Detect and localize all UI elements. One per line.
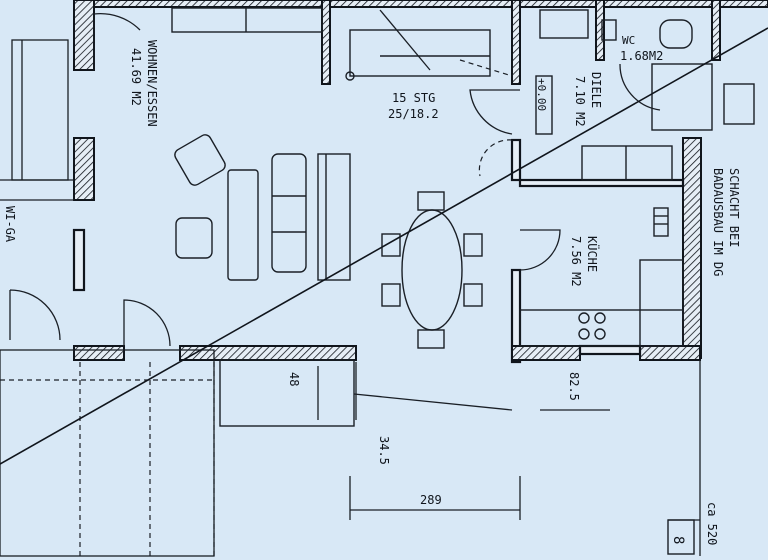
hall-area [469, 9, 755, 181]
stair-post [345, 71, 355, 81]
wc-wall-left [595, 0, 605, 61]
kitchen-side-counter [639, 259, 684, 347]
kitchen-name: KÜCHE [585, 236, 601, 272]
right-wall [682, 137, 702, 359]
chair-top [417, 191, 445, 211]
labels: WOHNEN/ESSEN 41.69 M2 15 STG 25/18.2 DIE… [3, 34, 741, 545]
dim-8-box [667, 519, 695, 555]
terrace-door-swing [123, 299, 171, 347]
hall-door-swing [469, 89, 520, 135]
hob-1 [578, 312, 590, 324]
dim-48: 48 [287, 372, 301, 386]
dim-82-5: 82.5 [567, 372, 581, 401]
stair-arrow [379, 9, 431, 71]
bay-box [219, 359, 355, 427]
kitchen-door-swing [519, 229, 561, 271]
hall-bench [581, 145, 673, 181]
hob-3 [578, 328, 590, 340]
shelf [317, 153, 351, 281]
bottom-wall-kitchen-right [639, 345, 701, 361]
garage-door-swing [9, 289, 61, 341]
chair-left-2 [381, 283, 401, 307]
chair-left-1 [381, 233, 401, 257]
wardrobe [539, 9, 589, 39]
bottom-wall-left [73, 345, 125, 361]
stair-wall-right [511, 0, 521, 85]
vent [653, 207, 669, 237]
living-room-name: WOHNEN/ESSEN [145, 40, 159, 127]
armchair-1 [174, 134, 226, 186]
chair-bottom [417, 329, 445, 349]
hall-door-dash [478, 139, 513, 177]
wc-wall-right [711, 0, 721, 61]
chair-right-1 [463, 233, 483, 257]
sideboard [171, 7, 323, 33]
dim-8: 8 [670, 536, 686, 544]
shaft-note-line2: BADAUSBAU IM DG [711, 168, 725, 276]
stair-landing [349, 29, 491, 77]
wc-basin [601, 19, 617, 41]
kitchen-window [578, 344, 642, 356]
sofa [271, 153, 307, 273]
garage-area [0, 39, 215, 557]
armchair-2 [175, 217, 213, 259]
stair-dash [459, 59, 513, 77]
left-wall-lower [72, 228, 86, 292]
stair-wall-left [321, 0, 331, 85]
chair-right-2 [463, 283, 483, 307]
side-table [227, 169, 259, 281]
garage-cabinet [11, 39, 69, 181]
level-tag: +0.00 [535, 78, 548, 111]
stair-count: 15 STG [392, 91, 435, 105]
staircase [345, 9, 513, 81]
bottom-wall-kitchen-left [511, 345, 581, 361]
garage-name: WI-GA [3, 206, 17, 243]
bottom-wall-mid [179, 345, 357, 361]
stair-ratio: 25/18.2 [388, 107, 439, 121]
left-wall-upper [73, 0, 95, 71]
living-room-area: 41.69 M2 [129, 48, 143, 106]
dimension-lines [219, 359, 701, 556]
hall-area: 7.10 M2 [573, 76, 587, 127]
wc-name: WC [622, 34, 635, 47]
dim-520: ca 520 [705, 502, 719, 545]
left-wall-mid [73, 137, 95, 201]
wc-toilet [659, 19, 693, 49]
partition-upper [510, 138, 522, 182]
dim-289: 289 [420, 493, 442, 507]
hall-tag-box [535, 75, 553, 135]
kitchen-top-wall [518, 178, 685, 188]
entry-door-swing [93, 12, 141, 70]
shaft-note-line1: SCHACHT BEI [727, 168, 741, 247]
top-wall [73, 0, 768, 8]
walls [72, 0, 768, 364]
hall-name: DIELE [589, 72, 603, 108]
kitchen-counter [519, 309, 684, 347]
dim-34-5: 34.5 [377, 436, 391, 465]
living-furniture [93, 7, 351, 347]
wc-area: 1.68M2 [620, 49, 663, 63]
kitchen-area: 7.56 M2 [569, 236, 583, 287]
bay-edge [353, 393, 513, 411]
shaft-box [651, 63, 713, 131]
dining-set [381, 191, 483, 349]
wc-door-swing [619, 63, 661, 111]
shaft-inner [723, 83, 755, 125]
dining-table [401, 209, 463, 331]
diagonal-crease-line [0, 27, 768, 465]
hob-2 [594, 312, 606, 324]
hob-4 [594, 328, 606, 340]
kitchen-furniture [519, 207, 684, 347]
terrace-outline [0, 349, 215, 557]
